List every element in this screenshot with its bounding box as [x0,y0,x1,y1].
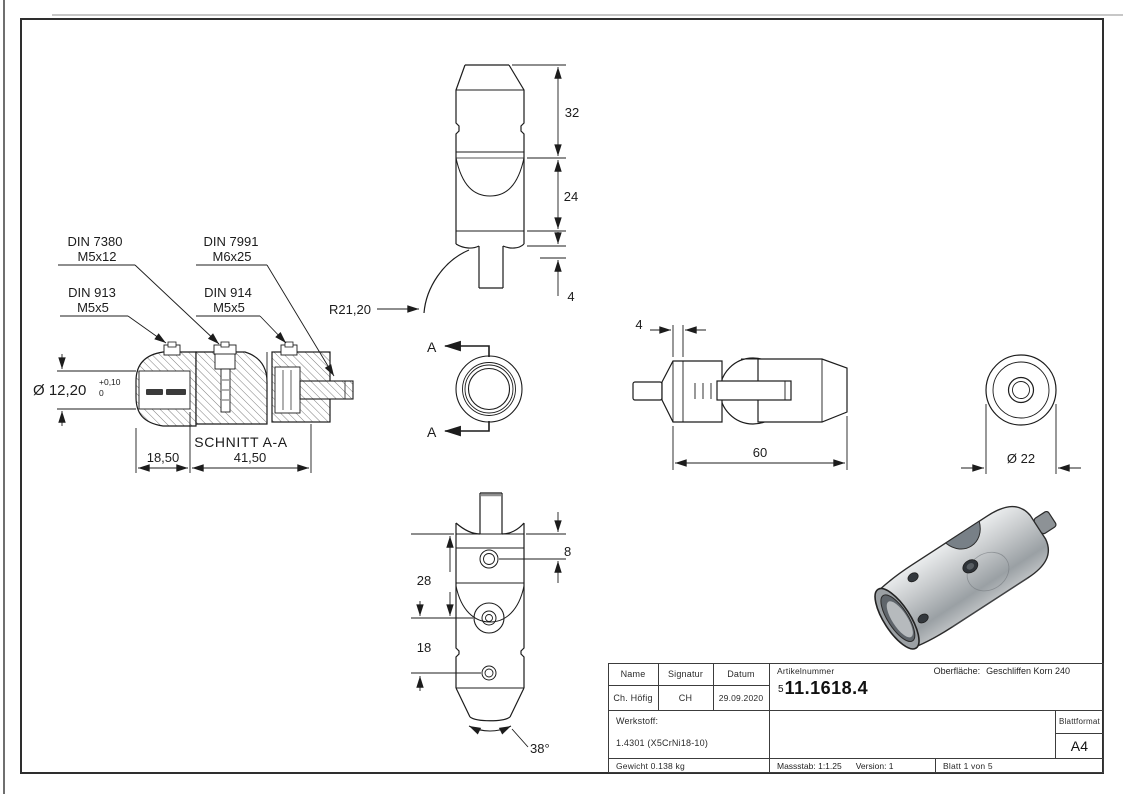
dim-length-left: 18,50 [147,450,180,465]
dim-bore-tol-minus: 0 [99,388,104,398]
tb-oberflaeche-label: Oberfläche: [933,666,981,676]
page-edge-line [3,0,5,794]
section-view: DIN 7380 M5x12 DIN 7991 M6x25 DIN 913 M5… [33,234,354,473]
side-pin [632,381,663,401]
aa-circle-view: A A [427,339,523,440]
countersunk-head-cavity [274,366,301,414]
end-view: Ø 22 [961,354,1081,474]
render-screw-3 [917,613,929,624]
tb-name-value: Ch. Höfig [613,692,653,703]
tb-blattformat-label: Blattformat [1059,717,1100,726]
screw-shank-channel [220,368,231,413]
callout-din7380-standard: DIN 7380 [68,234,123,249]
callout-din914-size: M5x5 [213,300,245,315]
screw-head-channel [214,352,236,370]
tb-artikelnummer-value: 11.1618.4 [784,678,869,698]
callout-din913-size: M5x5 [77,300,109,315]
dim-side-60: 60 [753,445,767,460]
tb-oberflaeche: Oberfläche: Geschliffen Korn 240 [934,666,1070,676]
dim-bore-diameter: Ø 12,20 [33,382,86,399]
part-3d-render [874,505,1057,650]
dim-front-28: 28 [417,573,431,588]
render-screw-1 [907,572,919,583]
section-mark-bottom: A [427,424,437,440]
drawing-frame [20,18,1104,774]
tb-datum-value: 29.09.2020 [718,692,764,703]
dim-radius: R21,20 [329,302,371,317]
set-screw-right [280,341,298,356]
callout-din7991-standard: DIN 7991 [204,234,259,249]
callout-din913-standard: DIN 913 [68,285,116,300]
dim-top-32: 32 [565,105,579,120]
screw-rod-profile [716,380,792,401]
front-view: 38° 28 18 8 [411,492,571,756]
side-view: 4 60 [632,317,848,470]
dim-top-4: 4 [567,289,574,304]
tb-blatt: Blatt 1 von 5 [943,760,993,771]
tb-artikelnummer-label: Artikelnummer [777,666,835,676]
dim-bore-tol-plus: +0,10 [99,377,121,387]
tb-signatur-value: CH [678,692,693,703]
section-title: SCHNITT A-A [194,434,288,450]
tb-artikelnummer: 5 11.1618.4 [778,679,868,697]
dim-side-4: 4 [635,317,642,332]
tb-massstab: Massstab: 1:1.25 [777,760,842,771]
tb-gewicht: Gewicht 0.138 kg [616,760,685,771]
dim-end-diameter: Ø 22 [1007,451,1035,466]
tb-header-datum: Datum [727,669,755,679]
title-block: Name Signatur Datum Ch. Höfig CH 29.09.2… [608,663,1105,774]
top-view: R21,20 32 24 4 [329,64,579,317]
dim-top-24: 24 [564,189,578,204]
dim-front-18: 18 [417,640,431,655]
tb-werkstoff-label: Werkstoff: [616,716,659,726]
tb-werkstoff-value: 1.4301 (X5CrNi18-10) [616,738,709,748]
screw-shank-rod [299,380,354,400]
callout-din7380-size: M5x12 [77,249,116,264]
saddle-radius-arc [423,249,470,314]
button-screw-top [213,341,237,355]
tb-artikelnummer-prefix: 5 [778,684,784,695]
tb-massstab-cell: Massstab: 1:1.25 Version: 1 [777,758,935,773]
section-mark-top: A [427,339,437,355]
tb-blattformat-value: A4 [1070,737,1089,754]
tb-version: Version: 1 [855,760,894,771]
bore-stamp-marking [146,389,186,395]
dim-front-angle: 38° [530,741,550,756]
dim-length-total: 41,50 [234,450,267,465]
tb-header-signatur: Signatur [667,669,704,679]
dim-front-8: 8 [564,544,571,559]
page-top-shadow [52,14,1123,16]
set-screw-left [163,341,181,356]
tb-oberflaeche-value: Geschliffen Korn 240 [986,666,1070,676]
tb-header-name: Name [620,669,646,679]
callout-din914-standard: DIN 914 [204,285,252,300]
callout-din7991-size: M6x25 [212,249,251,264]
tb-artikel-cell: Artikelnummer Oberfläche: Geschliffen Ko… [769,663,1104,710]
